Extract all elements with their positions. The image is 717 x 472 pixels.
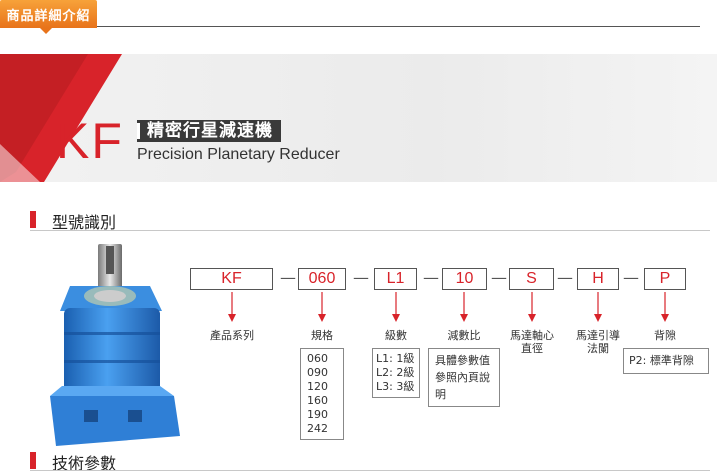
banner-model-code: KF (56, 113, 124, 169)
arrow-down-icon (528, 292, 536, 322)
code-separator: — (557, 268, 573, 287)
arrow-down-icon (228, 292, 236, 322)
ratio-note-line: 參照內頁說 (435, 371, 490, 384)
code-separator: — (423, 268, 439, 287)
code-flange: H (577, 268, 619, 290)
detail-stages: L1: 1級 L2: 2級 L3: 3級 (372, 348, 420, 398)
stage-item: L1: 1級 (376, 352, 415, 365)
section-divider (30, 470, 710, 471)
arrow-down-icon (460, 292, 468, 322)
spec-size-item: 190 (307, 408, 328, 421)
ratio-note-line: 明 (435, 388, 446, 401)
arrow-down-icon (318, 292, 326, 322)
spec-size-item: 160 (307, 394, 328, 407)
spec-size-item: 120 (307, 380, 328, 393)
label-shaft: 馬達軸心 直徑 (510, 329, 554, 355)
detail-ratio-note: 具體參數值 參照內頁說 明 (428, 348, 500, 407)
code-separator: — (491, 268, 507, 287)
spec-size-item: 060 (307, 352, 328, 365)
spec-size-item: 242 (307, 422, 328, 435)
section-title-model: 型號識別 (52, 213, 117, 232)
section-title-specs: 技術參數 (52, 454, 117, 472)
ratio-note-line: 具體參數值 (435, 354, 490, 367)
product-details-tab-label: 商品詳細介紹 (6, 9, 91, 24)
banner-title-chinese: 精密行星減速機 (137, 120, 281, 142)
stage-item: L2: 2級 (376, 366, 415, 379)
arrow-down-icon (594, 292, 602, 322)
code-separator: — (623, 268, 639, 287)
label-size: 規格 (311, 329, 333, 342)
label-ratio: 減數比 (447, 329, 481, 342)
section-marker (30, 211, 36, 228)
label-backlash: 背隙 (654, 329, 676, 342)
banner-red-swoosh (0, 54, 122, 182)
product-banner: KF 精密行星減速機 Precision Planetary Reducer (0, 54, 717, 182)
section-marker (30, 452, 36, 469)
arrow-down-icon (392, 292, 400, 322)
code-shaft: S (509, 268, 554, 290)
top-divider (97, 26, 700, 27)
code-stage: L1 (374, 268, 417, 290)
detail-spec-sizes: 060 090 120 160 190 242 (300, 348, 344, 440)
code-size: 060 (298, 268, 346, 290)
backlash-item: P2: 標準背隙 (629, 354, 694, 367)
code-series: KF (190, 268, 273, 290)
code-separator: — (280, 268, 296, 287)
detail-backlash: P2: 標準背隙 (623, 348, 709, 374)
label-flange: 馬達引導 法闌 (576, 329, 620, 355)
product-details-tab[interactable]: 商品詳細介紹 (0, 0, 97, 34)
banner-title-english: Precision Planetary Reducer (137, 146, 340, 163)
arrow-down-icon (661, 292, 669, 322)
section-divider (30, 230, 710, 231)
label-stage: 級數 (385, 329, 407, 342)
code-separator: — (353, 268, 369, 287)
planetary-reducer-image (50, 244, 180, 446)
stage-item: L3: 3級 (376, 380, 415, 393)
label-series: 產品系列 (210, 329, 254, 342)
spec-size-item: 090 (307, 366, 328, 379)
code-backlash: P (644, 268, 686, 290)
code-ratio: 10 (442, 268, 487, 290)
tab-notch (40, 28, 52, 34)
